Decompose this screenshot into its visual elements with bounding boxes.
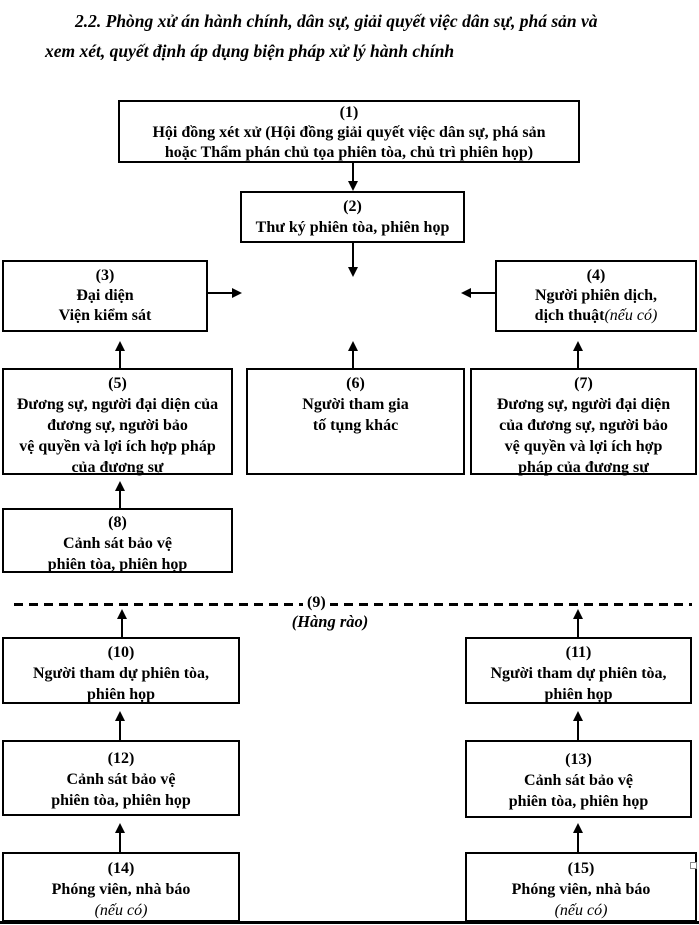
arrow-shaft: [577, 721, 579, 740]
box-note: (nếu có): [94, 902, 148, 919]
arrow-shaft: [121, 619, 123, 637]
arrow-14-to-12: [114, 823, 126, 852]
box-text: Đại diện Viện kiểm sát: [58, 287, 152, 324]
fence-number: (9): [303, 594, 330, 612]
box-text: Cảnh sát bảo vệ phiên tòa, phiên họp: [51, 771, 191, 809]
box-11-attendees-right: (11) Người tham dự phiên tòa, phiên họp: [465, 637, 692, 704]
box-text: Người tham dự phiên tòa, phiên họp: [32, 665, 210, 703]
arrow-4-to-well: [461, 287, 495, 299]
box-number: (15): [567, 860, 595, 877]
box-14-reporters-left: (14) Phóng viên, nhà báo (nếu có): [2, 852, 240, 922]
box-number: (2): [343, 198, 362, 215]
box-4-interpreter: (4) Người phiên dịch, dịch thuật(nếu có): [495, 260, 697, 332]
section-title: 2.2. Phòng xử án hành chính, dân sự, giả…: [45, 11, 598, 61]
arrow-1-to-2: [347, 163, 359, 191]
box-number: (8): [108, 514, 127, 531]
box-text: Phóng viên, nhà báo: [51, 881, 191, 898]
selection-handle: [690, 862, 697, 869]
box-12-police-left: (12) Cảnh sát bảo vệ phiên tòa, phiên họ…: [2, 740, 240, 816]
box-2-court-clerk: (2) Thư ký phiên tòa, phiên họp: [240, 191, 465, 243]
arrow-up-icon: [348, 341, 358, 351]
box-text: Thư ký phiên tòa, phiên họp: [255, 219, 450, 236]
arrow-up-icon: [573, 823, 583, 833]
arrow-shaft: [119, 351, 121, 368]
box-number: (5): [108, 375, 127, 392]
arrow-right-icon: [232, 288, 242, 298]
box-15-reporters-right: (15) Phóng viên, nhà báo (nếu có): [465, 852, 697, 922]
arrow-shaft: [577, 351, 579, 368]
box-5-litigants-left: (5) Đương sự, người đại diện của đương s…: [2, 368, 233, 476]
arrow-shaft: [352, 351, 354, 368]
box-6-other-participants: (6) Người tham gia tố tụng khác: [246, 368, 465, 475]
arrow-up-icon: [115, 711, 125, 721]
box-number: (13): [565, 751, 592, 768]
arrow-shaft: [577, 619, 579, 637]
arrow-up-icon: [573, 711, 583, 721]
arrow-shaft: [119, 721, 121, 740]
box-number: (11): [565, 644, 592, 661]
arrow-up-icon: [115, 341, 125, 351]
arrow-shaft: [577, 833, 579, 852]
box-number: (10): [107, 644, 135, 661]
arrow-up-icon: [115, 823, 125, 833]
box-number: (3): [95, 267, 115, 284]
box-note: (nếu có): [604, 307, 658, 324]
arrow-down-icon: [348, 181, 358, 191]
arrow-7-to-4: [572, 341, 584, 368]
box-number: (6): [346, 375, 365, 392]
arrow-11-to-fence: [572, 609, 584, 637]
box-13-police-right: (13) Cảnh sát bảo vệ phiên tòa, phiên họ…: [465, 740, 692, 818]
fence-caption: (Hàng rào): [291, 612, 369, 631]
box-text: Cảnh sát bảo vệ phiên tòa, phiên họp: [47, 535, 188, 573]
arrow-shaft: [352, 163, 354, 181]
box-8-police-inner: (8) Cảnh sát bảo vệ phiên tòa, phiên họp: [2, 508, 233, 573]
box-text: Cảnh sát bảo vệ phiên tòa, phiên họp: [508, 772, 649, 810]
box-number: (14): [107, 860, 135, 877]
box-text: Người phiên dịch, dịch thuật(nếu có): [534, 287, 658, 324]
box-text: Người tham dự phiên tòa, phiên họp: [490, 665, 667, 703]
box-text: Đương sự, người đại diện của đương sự, n…: [16, 396, 219, 476]
box-text: Đương sự, người đại diện của đương sự, n…: [496, 396, 671, 476]
box-number: (12): [107, 750, 135, 767]
box-1-judging-panel: (1) Hội đồng xét xử (Hội đồng giải quyết…: [118, 100, 580, 163]
box-number: (4): [586, 267, 606, 284]
box-text: Người tham gia tố tụng khác: [302, 396, 409, 434]
arrow-3-to-well: [208, 287, 242, 299]
box-number: (1): [339, 104, 359, 121]
arrow-2-to-well: [347, 243, 359, 277]
box-text: Hội đồng xét xử (Hội đồng giải quyết việ…: [152, 124, 546, 161]
arrow-shaft: [119, 491, 121, 508]
arrow-down-icon: [348, 267, 358, 277]
arrow-shaft: [352, 243, 354, 267]
arrow-15-to-13: [572, 823, 584, 852]
box-text: Phóng viên, nhà báo: [511, 881, 651, 898]
arrow-up-icon: [117, 609, 127, 619]
arrow-up-icon: [115, 481, 125, 491]
arrow-10-to-fence: [116, 609, 128, 637]
fence-dashed-line: [14, 603, 692, 606]
arrow-13-to-11: [572, 711, 584, 740]
arrow-shaft: [119, 833, 121, 852]
arrow-5-to-3: [114, 341, 126, 368]
arrow-shaft: [208, 292, 232, 294]
bottom-rule: [0, 921, 699, 924]
arrow-up-icon: [573, 609, 583, 619]
arrow-8-to-5: [114, 481, 126, 508]
box-number: (7): [574, 375, 593, 392]
box-note: (nếu có): [554, 902, 608, 919]
box-3-procuracy-representative: (3) Đại diện Viện kiểm sát: [2, 260, 208, 332]
arrow-12-to-10: [114, 711, 126, 740]
box-10-attendees-left: (10) Người tham dự phiên tòa, phiên họp: [2, 637, 240, 704]
arrow-6-to-well: [347, 341, 359, 368]
arrow-up-icon: [573, 341, 583, 351]
arrow-left-icon: [461, 288, 471, 298]
box-7-litigants-right: (7) Đương sự, người đại diện của đương s…: [470, 368, 697, 476]
arrow-shaft: [471, 292, 495, 294]
